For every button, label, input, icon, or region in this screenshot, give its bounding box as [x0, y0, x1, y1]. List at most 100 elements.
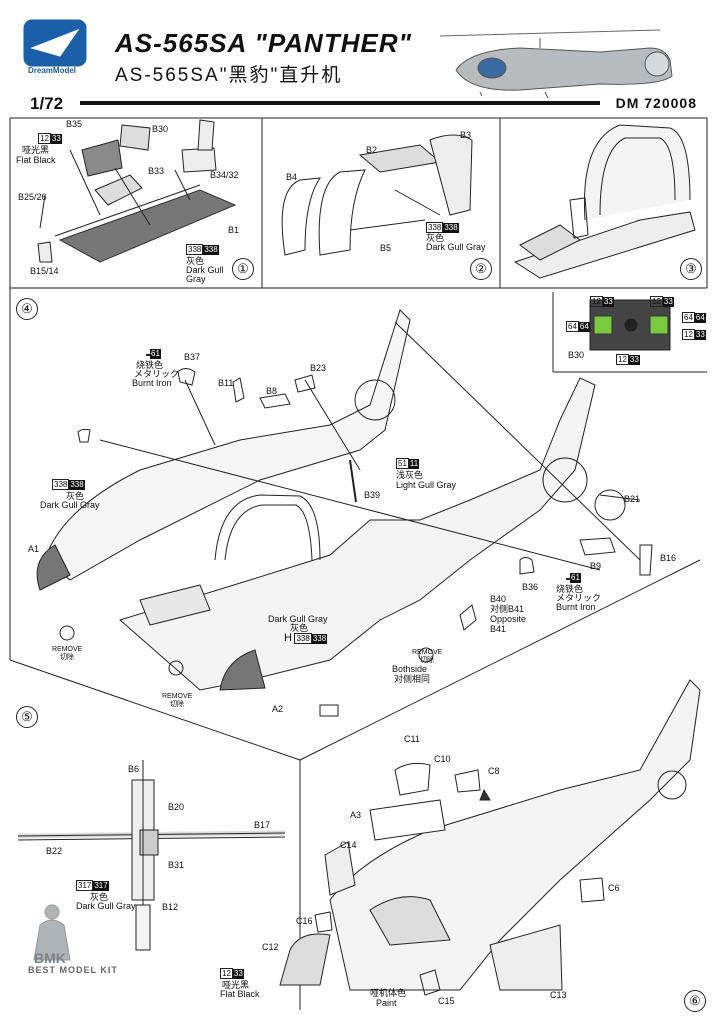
color-name-cn: 灰色	[66, 491, 85, 501]
part-label: C6	[608, 883, 620, 893]
color-name-en: Gray	[186, 274, 206, 284]
step1-drawing	[37, 119, 237, 263]
part-label: B1	[228, 225, 240, 235]
part-label: B17	[254, 820, 271, 830]
color-name-en: Dark Gull Gray	[40, 500, 100, 510]
brand-name: DreamModel	[28, 66, 77, 75]
product-code: DM 720008	[615, 95, 697, 111]
part-label: B30	[568, 350, 585, 360]
part-label: C15	[438, 996, 455, 1006]
part-label: B2	[366, 145, 378, 155]
color-name-en: Burnt Iron	[556, 602, 596, 612]
part-label: C16	[296, 916, 313, 926]
step-4-badge: ④	[16, 298, 38, 320]
b40-note: B40	[490, 594, 507, 604]
part-label: B25/26	[18, 192, 47, 202]
page-title: AS-565SA "PANTHER"	[115, 28, 412, 58]
bothside-label-cn: 对侧相同	[394, 674, 431, 684]
step5-drawing	[17, 760, 286, 951]
part-label: B23	[310, 363, 327, 373]
dreammodel-logo-icon	[23, 19, 87, 67]
step-2-badge: ②	[470, 258, 492, 280]
color-code-burnt-iron: 61	[566, 572, 581, 583]
part-label: B39	[364, 490, 381, 500]
step-5-badge: ⑤	[16, 706, 38, 728]
color-name-en: Dark Gull	[186, 265, 224, 275]
remove-label: REMOVE	[162, 693, 193, 700]
color-name-cn: 灰色	[426, 233, 445, 243]
color-name-cn: 烧铁色	[136, 360, 164, 370]
part-label: C8	[488, 766, 500, 776]
color-name-cn: 灰色	[90, 892, 109, 902]
part-label: B21	[624, 494, 641, 504]
part-label: A2	[272, 704, 284, 714]
color-code-burnt-iron: 61	[146, 348, 161, 359]
bmk-soldier-icon	[33, 904, 71, 961]
part-label: B12	[162, 902, 179, 912]
part-label: B20	[168, 802, 185, 812]
part-label: B9	[590, 561, 602, 571]
bothside-label: Bothside	[392, 664, 428, 674]
step3-drawing	[513, 124, 696, 279]
color-name-en: Flat Black	[16, 155, 56, 165]
part-label: B5	[380, 243, 392, 253]
paint-label-en: Paint	[376, 998, 397, 1008]
step-3-badge: ③	[680, 258, 702, 280]
b40-note: Opposite	[490, 614, 527, 624]
paint-label-cn: 哑机体色	[370, 988, 407, 998]
color-name-en: Flat Black	[220, 989, 260, 999]
color-name-en: Burnt Iron	[132, 378, 172, 388]
part-label: B3	[460, 130, 472, 140]
part-label: B8	[266, 386, 278, 396]
part-label: C11	[404, 734, 420, 744]
remove-label: REMOVE	[52, 646, 83, 653]
color-name-cn: 浅灰色	[396, 470, 424, 480]
remove-label-cn: 切除	[60, 654, 74, 661]
color-name-cn: 哑光黑	[22, 145, 50, 155]
remove-label-cn: 切除	[170, 701, 184, 708]
part-label: B11	[218, 378, 234, 388]
part-label: B30	[152, 124, 169, 134]
part-label: C13	[550, 990, 567, 1000]
color-name-cn: 哑光黑	[222, 980, 250, 990]
color-name-en: Light Gull Gray	[396, 480, 457, 490]
bmk-logo-subtext: BEST MODEL KIT	[28, 965, 118, 975]
step4-drawing	[36, 309, 653, 717]
part-label: C10	[434, 754, 451, 764]
color-name-cn: 烧铁色	[556, 584, 584, 594]
step-6-badge: ⑥	[684, 990, 706, 1012]
page-subtitle: AS-565SA"黑豹"直升机	[115, 65, 343, 86]
step-1-badge: ①	[232, 258, 254, 280]
bmk-logo-text: BMK	[34, 950, 66, 966]
header-helicopter-icon	[439, 29, 673, 99]
remove-label: REMOVE	[412, 649, 443, 656]
part-label: B16	[660, 553, 677, 563]
part-label: B31	[168, 860, 185, 870]
part-label: A1	[28, 544, 40, 554]
part-label: C12	[262, 942, 279, 952]
b40-note: 对侧B41	[490, 604, 525, 614]
part-label: B22	[46, 846, 63, 856]
remove-label-cn: 切除	[420, 657, 434, 664]
instrument-panel-inset	[589, 299, 671, 351]
color-name-en: Dark Gull Gray	[426, 242, 486, 252]
color-name-en: Dark Gull Gray	[268, 614, 328, 624]
color-name-cn: 灰色	[186, 256, 205, 266]
color-name-jp: メタリック	[556, 593, 602, 603]
part-label: B36	[522, 582, 539, 592]
step2-drawing	[281, 134, 473, 256]
part-label: B15/14	[30, 266, 59, 276]
part-label: B34/32	[210, 170, 239, 180]
step6-drawing	[279, 679, 701, 996]
